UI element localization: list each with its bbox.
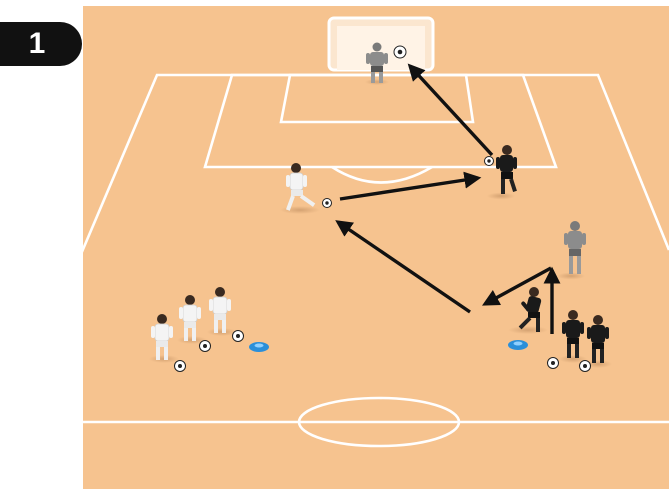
ball-icon	[175, 361, 186, 372]
ball-icon	[485, 157, 494, 166]
ball-icon	[580, 361, 591, 372]
cone-icon	[249, 342, 269, 352]
ball-icon	[323, 199, 332, 208]
ball-icon	[200, 341, 211, 352]
ball-icon	[233, 331, 244, 342]
cone-icon	[508, 340, 528, 350]
ball-icon	[394, 46, 406, 58]
ball-icon	[548, 358, 559, 369]
